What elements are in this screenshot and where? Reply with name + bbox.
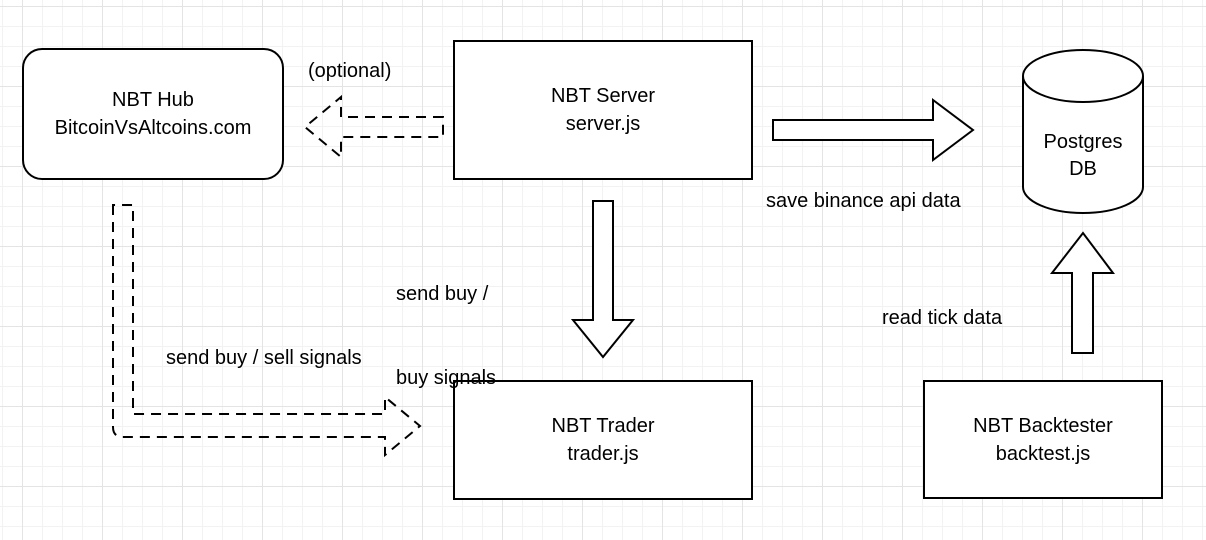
label-send-buy-sell-signals: send buy / sell signals (166, 347, 362, 369)
node-nbt-server: NBT Server server.js (453, 40, 753, 180)
node-nbt-hub: NBT Hub BitcoinVsAltcoins.com (22, 48, 284, 180)
node-postgres-db-title: Postgres (1043, 130, 1123, 153)
arrow-save-binance-icon (772, 98, 975, 162)
node-nbt-trader: NBT Trader trader.js (453, 380, 753, 500)
node-nbt-hub-title: NBT Hub (112, 89, 194, 111)
arrow-send-buy-sell-dashed-icon (112, 204, 422, 458)
label-save-binance-api-data: save binance api data (766, 190, 961, 212)
node-nbt-trader-subtitle: trader.js (567, 443, 639, 465)
node-nbt-backtester-title: NBT Backtester (973, 414, 1113, 437)
arrow-send-signals-down-icon (570, 200, 636, 359)
label-send-buy-buy-signals-line1: send buy / (396, 283, 489, 305)
node-postgres-db-subtitle: DB (1069, 157, 1097, 180)
label-send-buy-buy-signals: send buy / buy signals (396, 224, 496, 448)
arrow-read-tick-icon (1049, 231, 1115, 354)
database-cylinder-icon (1022, 49, 1144, 214)
label-read-tick-data: read tick data (882, 307, 1003, 329)
arrow-optional-dashed-icon (303, 94, 444, 160)
node-nbt-server-subtitle: server.js (565, 113, 641, 135)
node-nbt-trader-title: NBT Trader (551, 415, 655, 437)
node-nbt-backtester: NBT Backtester backtest.js (923, 380, 1163, 499)
label-optional: (optional) (308, 60, 392, 82)
node-postgres-db-label: Postgres DB (1023, 118, 1143, 193)
label-send-buy-buy-signals-line2: buy signals (396, 367, 497, 389)
node-nbt-server-title: NBT Server (550, 85, 656, 107)
node-nbt-backtester-subtitle: backtest.js (995, 442, 1091, 465)
node-nbt-hub-subtitle: BitcoinVsAltcoins.com (54, 117, 252, 139)
